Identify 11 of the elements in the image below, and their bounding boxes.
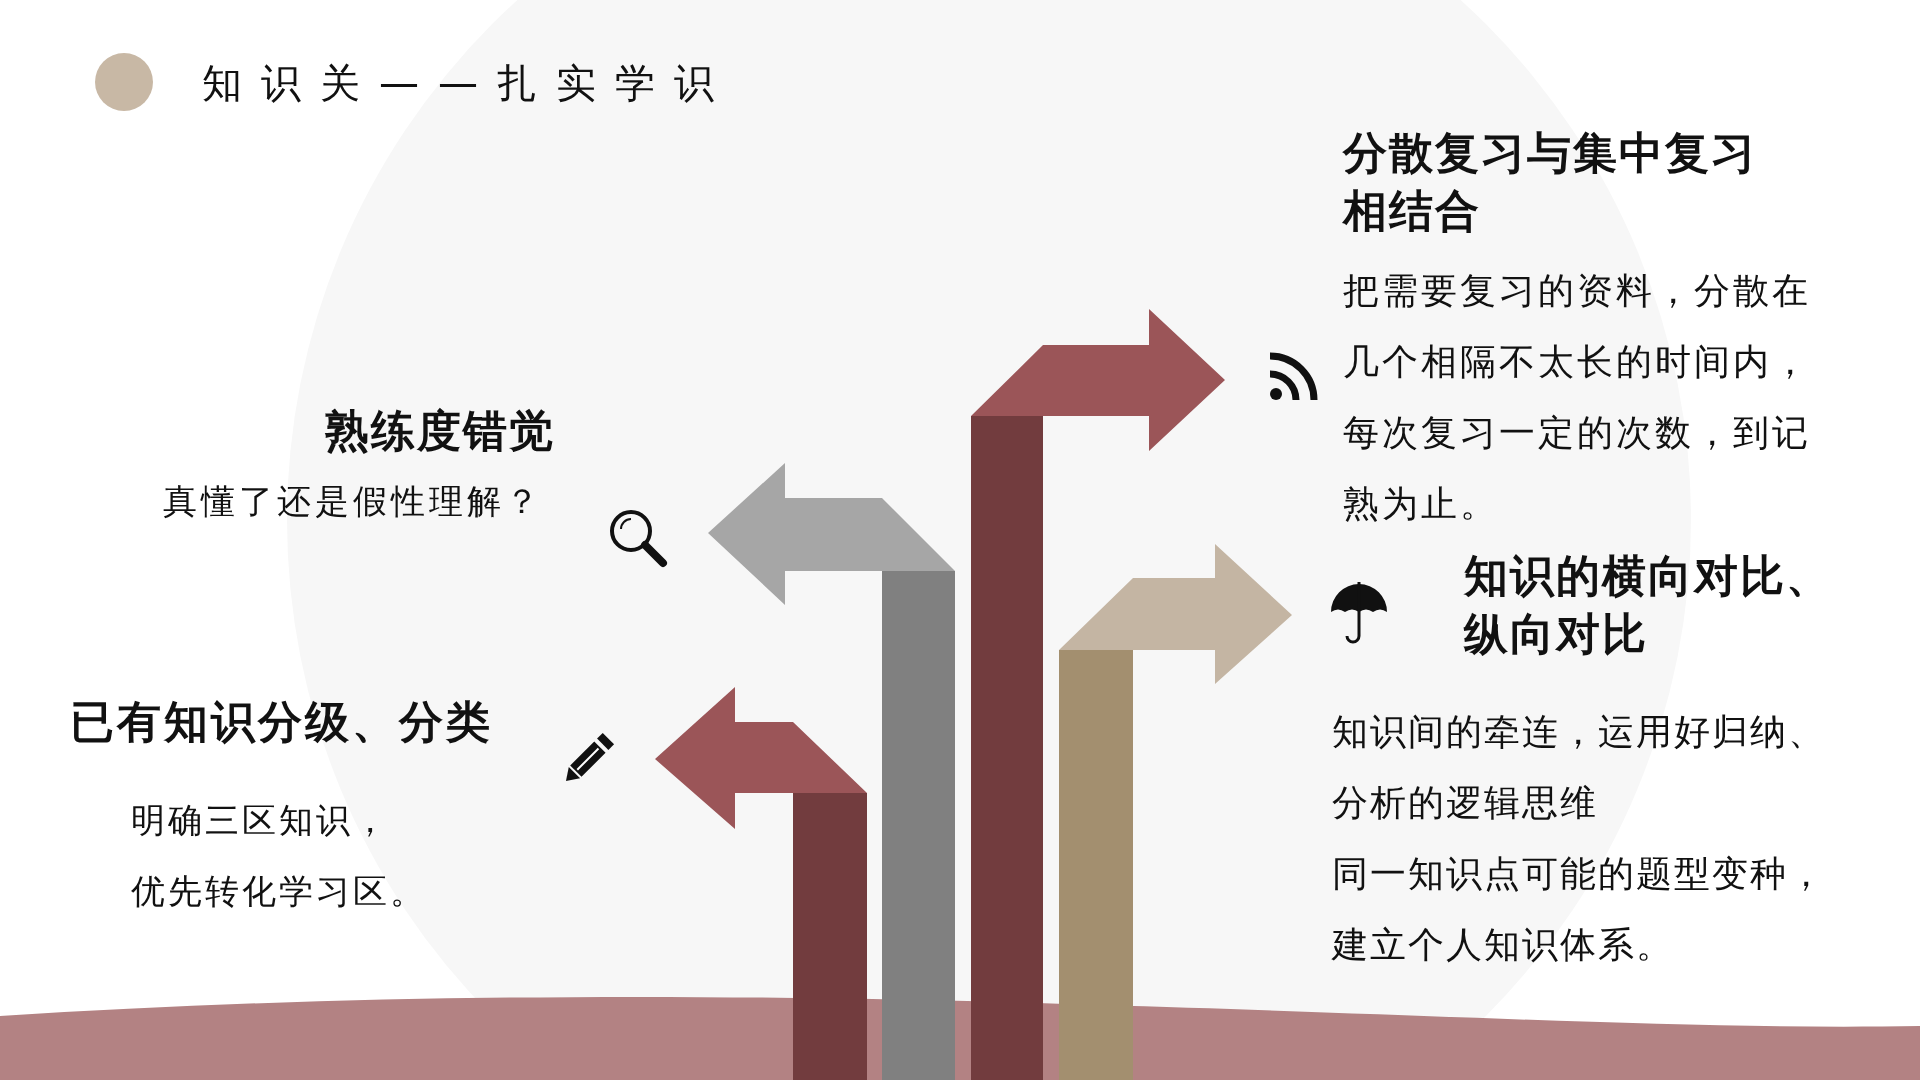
body-text: 把需要复习的资料，分散在几个相隔不太长的时间内，每次复习一定的次数，到记熟为止。	[1343, 269, 1812, 526]
body-text: 优先转化学习区。	[131, 870, 428, 913]
section-heading: 知识的横向对比、纵向对比	[1464, 549, 1833, 661]
section-heading: 分散复习与集中复习相结合	[1343, 126, 1758, 238]
slide-title: 知识关——扎实学识	[202, 59, 733, 108]
body-text: 真懂了还是假性理解？	[163, 480, 544, 523]
section-heading: 熟练度错觉	[324, 404, 555, 458]
body-text: 明确三区知识，	[131, 799, 391, 842]
section-heading: 已有知识分级、分类	[70, 695, 494, 749]
body-text: 同一知识点可能的题型变种，建立个人知识体系。	[1332, 852, 1827, 967]
body-text: 知识间的牵连，运用好归纳、分析的逻辑思维	[1332, 710, 1827, 825]
